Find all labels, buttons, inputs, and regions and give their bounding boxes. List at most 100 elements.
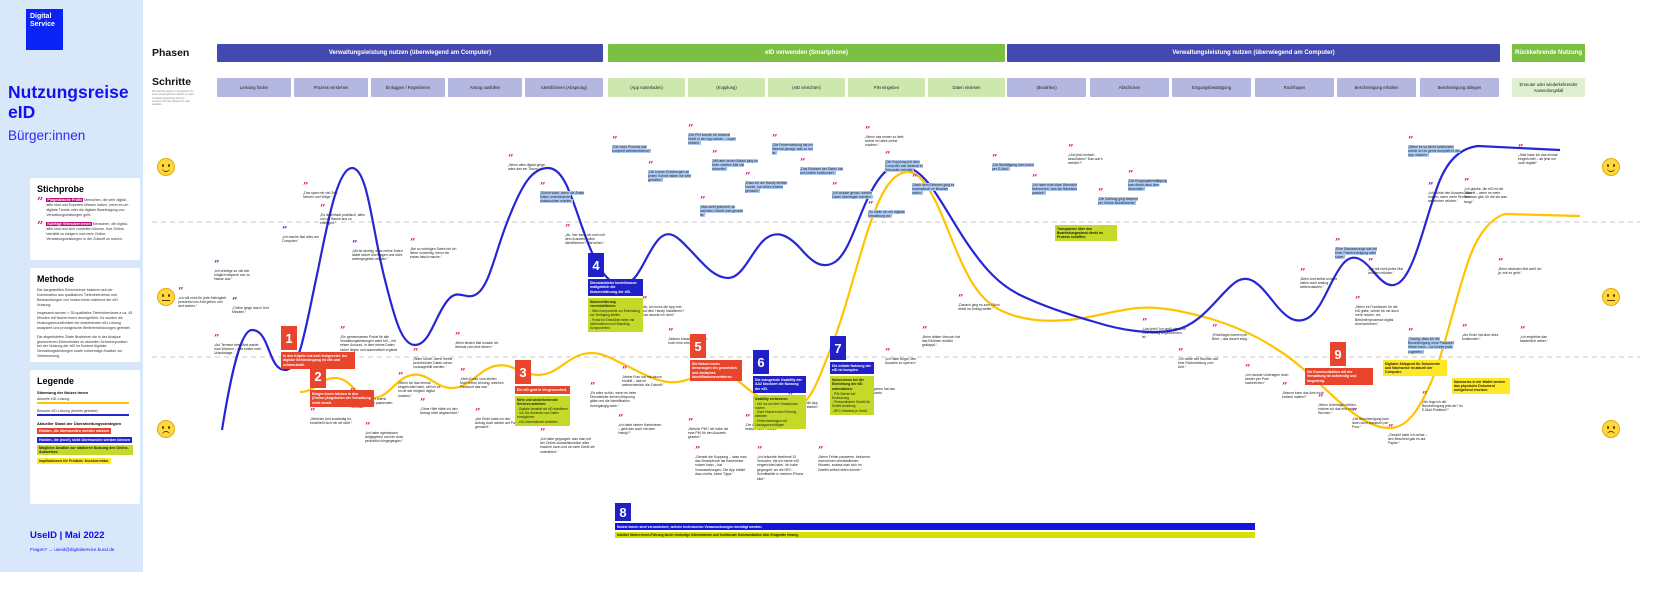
- quote-icon: ”: [1368, 257, 1374, 268]
- insight-marker-number: 3: [515, 360, 531, 384]
- quote-icon: ”: [1098, 187, 1104, 198]
- quote-icon: ”: [1068, 143, 1074, 154]
- user-quote: ”„Die Eingangsbestätigung kam direkt nac…: [1128, 170, 1172, 192]
- quote-icon: ”: [475, 407, 481, 418]
- user-quote: ”„Ah, hier kann ich mich mit dem Ausweis…: [565, 223, 609, 246]
- user-quote: ”„Ich hatte Angst, den Ausweis zu sperre…: [885, 348, 927, 365]
- stichprobe-heading: Stichprobe: [37, 184, 85, 194]
- quote-icon: ”: [800, 157, 806, 168]
- user-quote: ”„Man sieht jederzeit, an welchem Schrit…: [700, 196, 744, 218]
- user-quote: ”„Nach dem Einlesen ging es automatisch …: [912, 174, 956, 196]
- step-box: (Bezahlen): [1007, 78, 1086, 97]
- user-quote: ”„Wäre schön, wenn meine persönlichen Da…: [413, 348, 461, 370]
- quote-icon: ”: [565, 223, 571, 234]
- schritte-caption: Die Schritte stehen exemplarisch für ein…: [152, 90, 194, 107]
- user-quote: ”„Beim Amt selbst scheint vieles noch an…: [1300, 268, 1344, 290]
- quote-icon: ”: [612, 135, 618, 146]
- step-box: Abschicken: [1090, 78, 1169, 97]
- step-box: Leistung finden: [217, 78, 291, 97]
- strategy-box-bullet: - eID-Informationen anbieten: [517, 419, 558, 424]
- insight-marker-label: Bürger:innen blicken in den (Online-)Ang…: [310, 390, 374, 407]
- strategy-box-bullet: - Portal für Entwickler:innen mit Inform…: [590, 317, 635, 330]
- user-quote: ”„Wenn es so leicht funktioniert, würde …: [1408, 136, 1460, 158]
- user-quote: ”„Eine Statusanzeige wie bei einer Paket…: [1335, 238, 1379, 260]
- user-quote: ”„Wenn Fehler passieren, bekommt man kei…: [818, 446, 870, 472]
- user-quote: ”„Online ginge das in fünf Minuten.“: [232, 297, 270, 314]
- legend-line-item: Aktuelle eID-Lösung: [37, 397, 133, 404]
- strategy-box-bullet: - NFC-Hinweise je Gerät: [832, 408, 867, 413]
- quote-icon: ”: [1032, 173, 1038, 184]
- strategy-box-title: Mehr und wiederkehrende Services anbiete…: [517, 397, 558, 406]
- quote-highlight: „Traurig, dass ich die Bescheinigung ohn…: [1408, 336, 1454, 354]
- user-quote: ”„Wenn das immer so liefe, würde ich all…: [865, 126, 911, 148]
- user-quote: ”„Ich empfehle das tatsächlich weiter.“: [1520, 326, 1562, 344]
- quote-highlight: „Die Bestätigung kam sofort per E-Mail.“: [992, 162, 1034, 172]
- quote-text: „Gezahlt habe ich online – den Bescheid …: [1388, 432, 1428, 446]
- quote-icon: ”: [365, 421, 371, 432]
- quote-text: „Beim dritten Versuch hat das Einlesen e…: [922, 334, 961, 348]
- quote-text: „Am Ende hat aber alles funktioniert.“: [1462, 332, 1499, 342]
- quote-icon: ”: [745, 171, 751, 182]
- legende-card: Legende Stimmung der Nutzer:innen Aktuel…: [30, 370, 140, 504]
- insight-marker-label: Die Nutzer:innen bevorzugen ein gewohnte…: [690, 360, 742, 382]
- quote-icon: ”: [1428, 181, 1434, 192]
- quote-text: „Ich habe irgendwann aufgegeben und bin …: [365, 430, 404, 444]
- user-quote: ”„Und jetzt? Ich weiß nicht, ob mein Ant…: [1142, 318, 1186, 340]
- quote-highlight: „Ich habe eine klare Übersicht bekommen,…: [1032, 182, 1078, 196]
- user-quote: ”„Bei so wichtigen Daten bin ich lieber …: [410, 238, 458, 260]
- insight-marker-8-hurdle-bar: Nutzer:innen sind verunsichert, welche t…: [615, 523, 1255, 530]
- insight-marker-label: Dienstanbieter beeinflussen maßgeblich d…: [588, 279, 643, 296]
- legend-chip: Hürden, die (noch) nicht überwunden werd…: [37, 436, 133, 443]
- step-box: Einloggen / Registrieren: [371, 78, 445, 97]
- insight-marker-label: Die eID geht in Vergessenheit.: [515, 386, 570, 394]
- quote-text: „Ich warte seit Wochen auf eine Rückmeld…: [1178, 356, 1219, 370]
- quote-icon: ”: [460, 367, 466, 378]
- strategy-box-bullet: - Web-Komponente zur Einbindung zur Verf…: [590, 309, 640, 318]
- strategy-box-bullet: - eID nur auf dem Smartphone nutzen: [755, 401, 799, 411]
- quote-icon: ”: [37, 219, 44, 233]
- quote-highlight: „Man sieht jederzeit, an welchem Schritt…: [700, 204, 743, 218]
- quote-text: „Ich empfehle das tatsächlich weiter.“: [1520, 334, 1548, 344]
- quote-text: „Jetzt habe ich das einmal eingerichtet …: [1518, 152, 1558, 166]
- user-quote: ”„Wenn es Funktionen für die eID gäbe, w…: [1355, 296, 1403, 327]
- legend-strategies-heading: Aktueller Stand der Überarbeitungsstrate…: [37, 421, 122, 426]
- phase-bar: Verwaltungsleistung nutzen (überwiegend …: [1007, 44, 1500, 62]
- stichprobe-card: Stichprobe ”Pragmatische Profis Menschen…: [30, 178, 140, 260]
- quote-icon: ”: [622, 365, 628, 376]
- strategy-box: Mehr und wiederkehrende Services anbiete…: [515, 395, 570, 426]
- quote-icon: ”: [885, 150, 891, 161]
- user-quote: ”„So stelle ich mir digitale Verwaltung …: [868, 201, 910, 219]
- quote-highlight: „Die Kopplung mit dem Computer war diesm…: [885, 159, 923, 173]
- quote-icon: ”: [712, 149, 718, 160]
- quote-highlight: „Mit dem neuen Ablauf ging es beim zweit…: [712, 158, 758, 172]
- quote-icon: ”: [310, 407, 316, 418]
- quote-highlight: „So stelle ich mir digitale Verwaltung v…: [868, 209, 905, 219]
- user-quote: ”„Mir ist wichtig, dass meine Daten dabe…: [352, 240, 408, 262]
- quote-icon: ”: [618, 413, 624, 424]
- quote-text: „Und jetzt? Ich weiß nicht, ob mein Antr…: [1142, 326, 1186, 340]
- user-quote: ”„Welches Amt zuständig ist, erschließt …: [310, 407, 356, 425]
- user-quote: ”„Ich habe gegoogelt, was man mit der On…: [540, 428, 596, 454]
- quote-text: „Es wäre schön, wenn es beim Dienstleist…: [590, 390, 637, 408]
- quote-text: „Warum kann das Amt nicht einfach mailen…: [1282, 390, 1324, 400]
- quote-icon: ”: [37, 195, 44, 208]
- user-quote: ”„Warum brauche ich dafür noch eine extr…: [668, 328, 710, 345]
- strategy-box: Nutzererfahrung vereinheitlichen:- Web-K…: [588, 297, 643, 332]
- phase-bar: eID verwenden (Smartphone): [608, 44, 1005, 62]
- insight-marker-number: 5: [690, 334, 706, 358]
- logo-line1: Digital: [30, 13, 52, 20]
- quote-icon: ”: [1518, 143, 1524, 154]
- quote-text: „Traurig, dass ich die Bescheinigung ohn…: [1408, 336, 1458, 355]
- insight-marker-label: Die mangelnde Usability der AA2 blockier…: [753, 376, 806, 393]
- quote-icon: ”: [455, 331, 461, 342]
- methode-card: Methode Die dargestellten Erkenntnisse b…: [30, 268, 140, 362]
- quote-text: „Ich will nicht für jede Kleinigkeit per…: [178, 295, 227, 309]
- insight-marker-number: 2: [310, 364, 326, 388]
- quote-highlight: „Wenn es so leicht funktioniert, würde i…: [1408, 144, 1460, 158]
- user-quote: ”„Die Fehlermeldung hat mir diesmal gesa…: [772, 134, 816, 156]
- quote-icon: ”: [1498, 257, 1504, 268]
- user-quote: ”„Traurig, dass ich die Bescheinigung oh…: [1408, 328, 1458, 355]
